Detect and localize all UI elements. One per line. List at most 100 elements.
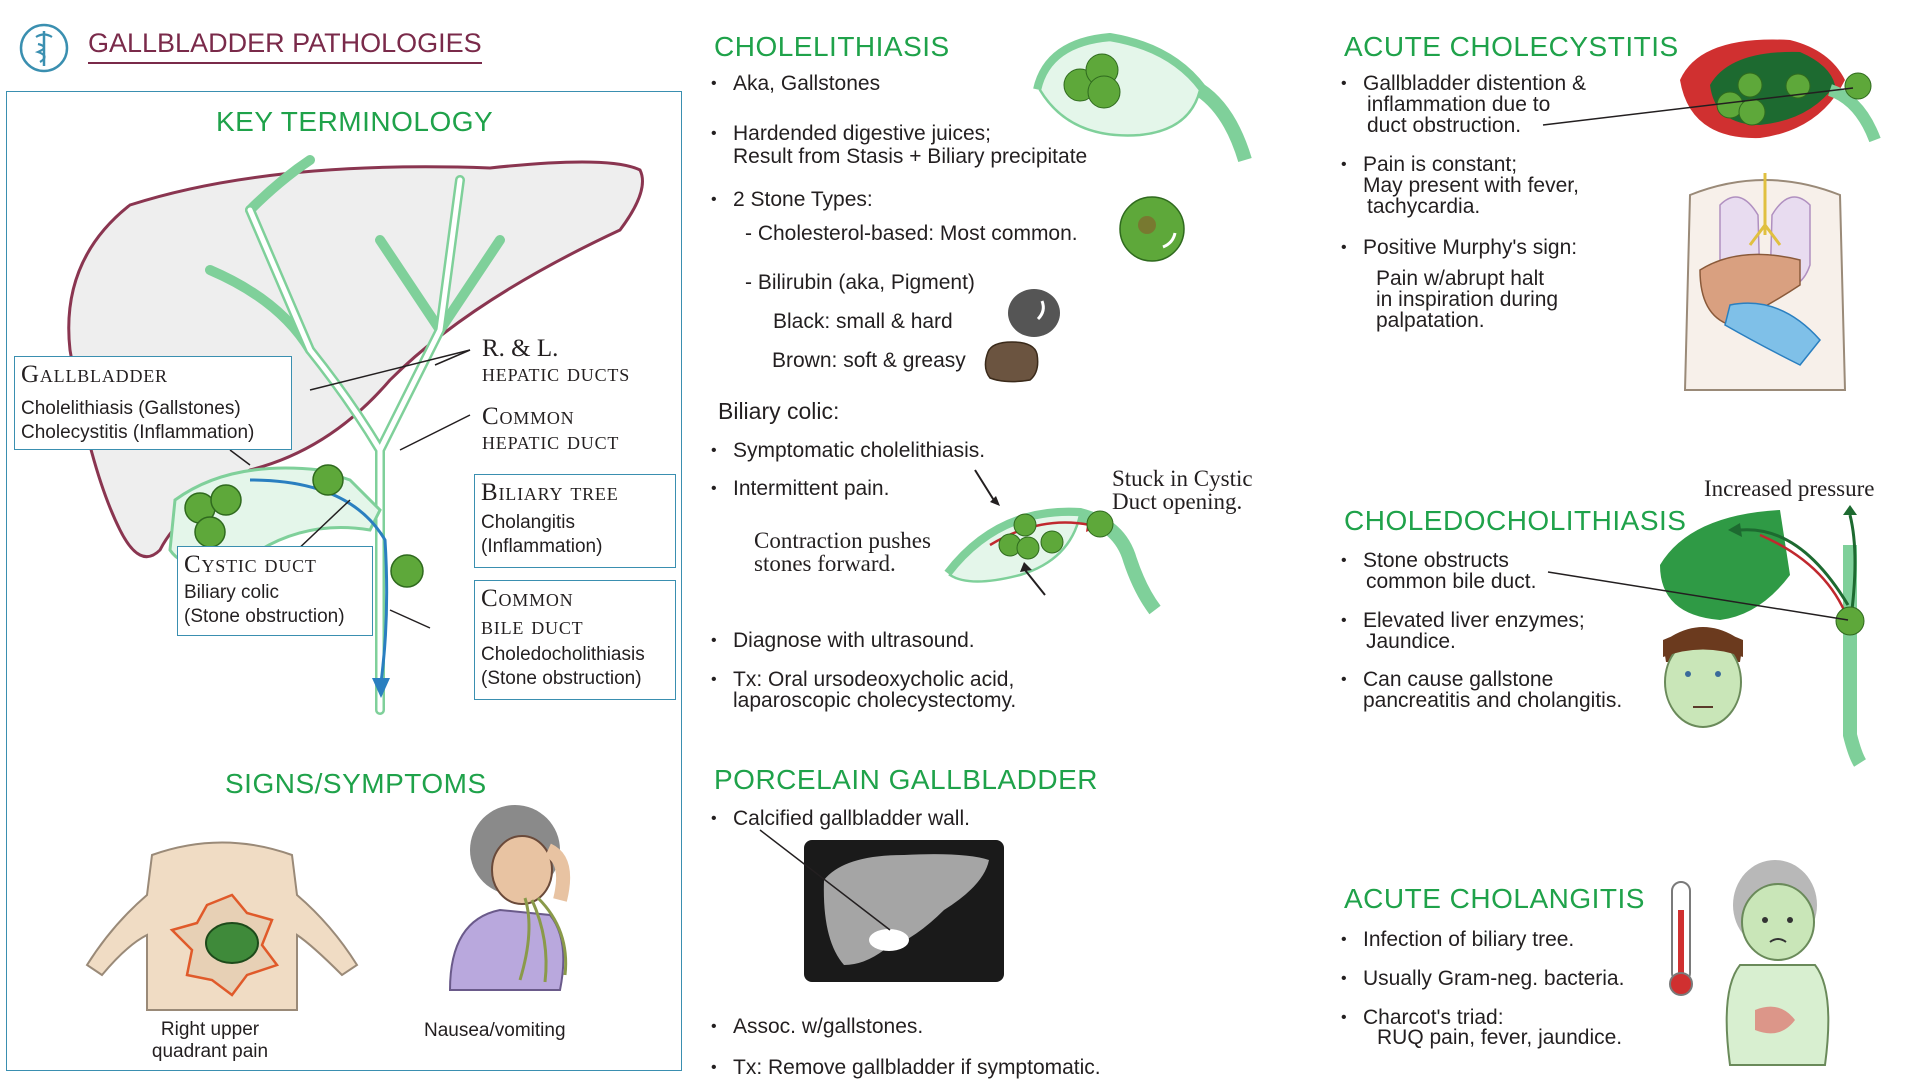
choledo-b2-line-1: Elevated liver enzymes; (1363, 609, 1585, 632)
common-bile-title: Common (481, 585, 574, 612)
biliary-colic-illustration (944, 469, 1161, 615)
contraction-note: Contraction pushes stones forward. (754, 529, 931, 575)
ruq-label-line-2: quadrant pain (151, 1040, 269, 1062)
contraction-note-line-1: Contraction pushes (754, 528, 931, 553)
jaundice-face-illustration (1663, 627, 1743, 728)
chole-hardened-line-2: Result from Stasis + Biliary precipitate (733, 145, 1088, 169)
chole-symptomatic: Symptomatic cholelithiasis. (711, 440, 985, 461)
choledocholithiasis-illustration (1660, 505, 1867, 767)
hepatic-ducts-title: R. & L. (482, 335, 559, 362)
porcelain-xray-image (804, 840, 1004, 982)
black-stone-icon (1008, 289, 1060, 337)
gallbladder-box: Gallbladder Cholelithiasis (Gallstones) … (14, 356, 292, 450)
acute-cholecystitis-heading: ACUTE CHOLECYSTITIS (1344, 31, 1679, 62)
gallbladder-line-2: Cholecystitis (Inflammation) (21, 421, 255, 443)
cholesterol-stone-icon (1119, 196, 1185, 262)
gallbladder-line-1: Cholelithiasis (Gallstones) (21, 398, 241, 419)
porcelain-tx: Tx: Remove gallbladder if symptomatic. (711, 1057, 1101, 1078)
choledo-b3-line-1: Can cause gallstone (1363, 668, 1554, 691)
biliary-tree-box: Biliary tree Cholangitis (Inflammation) (474, 474, 676, 568)
brown-stone-icon (984, 341, 1039, 383)
chole-brown: Brown: soft & greasy (772, 349, 966, 372)
cholecystitis-b3-detail-line-1: Pain w/abrupt halt (1376, 267, 1545, 290)
choledo-b1-line-1: Stone obstructs (1363, 549, 1509, 572)
signs-symptoms-heading: SIGNS/SYMPTOMS (225, 768, 487, 799)
increased-pressure-label: Increased pressure (1704, 476, 1875, 501)
chole-intermittent: Intermittent pain. (711, 478, 889, 499)
cholecystitis-pointer (1542, 87, 1854, 126)
key-terminology-heading: KEY TERMINOLOGY (216, 106, 494, 137)
common-bile-subtitle: bile duct (481, 613, 584, 640)
nausea-illustration (448, 805, 570, 991)
cholecystitis-b2-line-1: Pain is constant; (1363, 153, 1518, 176)
chole-aka: Aka, Gallstones (711, 73, 880, 94)
liver-biliary-illustration (67, 155, 644, 715)
porcelain-calcified: Calcified gallbladder wall. (711, 808, 970, 829)
choledo-b1-line-2: common bile duct. (1366, 570, 1537, 593)
chole-bilirubin: - Bilirubin (aka, Pigment) (745, 271, 975, 294)
caduceus-icon (19, 23, 69, 73)
chole-tx-line-1: Tx: Oral ursodeoxycholic acid, (733, 668, 1015, 691)
gallbladder-box-title: Gallbladder (21, 361, 168, 388)
common-bile-line-1: Choledocholithiasis (481, 644, 645, 665)
choledo-b2: Elevated liver enzymes; Jaundice. (1341, 609, 1585, 653)
choledo-b3: Can cause gallstone pancreatitis and cho… (1341, 668, 1623, 712)
ruq-label: Right upper quadrant pain (140, 1019, 280, 1063)
acute-cholangitis-heading: ACUTE CHOLANGITIS (1344, 883, 1645, 914)
cholecystitis-b1: Gallbladder distention & inflammation du… (1341, 72, 1586, 137)
choledo-b1: Stone obstructs common bile duct. (1341, 549, 1537, 593)
porcelain-assoc: Assoc. w/gallstones. (711, 1016, 923, 1037)
common-bile-line-2: (Stone obstruction) (481, 667, 642, 689)
cholecystitis-b2: Pain is constant; May present with fever… (1341, 153, 1579, 218)
biliary-tree-line-1: Cholangitis (481, 512, 575, 533)
stuck-note: Stuck in Cystic Duct opening. (1112, 467, 1253, 513)
thermometer-icon (1669, 881, 1693, 996)
key-terminology-panel (6, 91, 682, 1071)
cholecystitis-b2-line-2: May present with fever, (1363, 174, 1579, 197)
hepatic-ducts-label: R. & L. hepatic ducts (482, 336, 630, 386)
hepatic-ducts-subtitle: hepatic ducts (482, 360, 631, 387)
chole-tx-line-2: laparoscopic cholecystectomy. (733, 689, 1017, 712)
common-hepatic-label: Common hepatic duct (482, 404, 619, 454)
biliary-colic-heading: Biliary colic: (718, 398, 840, 424)
choledo-b3-line-2: pancreatitis and cholangitis. (1363, 689, 1623, 712)
inflamed-gallbladder-illustration (1680, 39, 1881, 143)
choledo-b2-line-2: Jaundice. (1366, 630, 1456, 653)
biliary-tree-line-2: (Inflammation) (481, 535, 603, 557)
cholecystitis-b2-line-3: tachycardia. (1367, 195, 1481, 218)
cholecystitis-b3-detail: Pain w/abrupt halt in inspiration during… (1376, 268, 1558, 331)
chole-black: Black: small & hard (773, 310, 953, 333)
contraction-note-line-2: stones forward. (754, 551, 896, 576)
cholecystitis-b3: Positive Murphy's sign: (1341, 237, 1577, 258)
choledo-pointer (1547, 571, 1849, 621)
cholecystitis-b3-detail-line-3: palpatation. (1376, 309, 1485, 332)
cystic-duct-box-title: Cystic duct (184, 551, 317, 578)
cystic-duct-line-2: (Stone obstruction) (184, 605, 345, 627)
cystic-duct-line-1: Biliary colic (184, 582, 280, 603)
common-hepatic-title: Common (482, 403, 575, 430)
chole-diagnose: Diagnose with ultrasound. (711, 630, 975, 651)
cholelithiasis-heading: CHOLELITHIASIS (714, 31, 950, 62)
biliary-tree-box-title: Biliary tree (481, 479, 619, 506)
chole-tx: Tx: Oral ursodeoxycholic acid, laparosco… (711, 668, 1017, 712)
chole-cholesterol: - Cholesterol-based: Most common. (745, 222, 1078, 245)
nausea-label: Nausea/vomiting (424, 1020, 566, 1041)
common-bile-duct-box: Common bile duct Choledocholithiasis (St… (474, 580, 676, 700)
choledocholithiasis-heading: CHOLEDOCHOLITHIASIS (1344, 505, 1687, 536)
chole-hardened: Hardended digestive juices; Result from … (711, 122, 1088, 169)
cystic-duct-box: Cystic duct Biliary colic (Stone obstruc… (177, 546, 373, 636)
cholangitis-b3: Charcot's triad: (1341, 1007, 1503, 1028)
cholecystitis-b1-line-2: inflammation due to (1367, 93, 1551, 116)
sick-child-illustration (1725, 860, 1830, 1066)
gallbladder-stones-illustration (1033, 32, 1252, 163)
cholecystitis-b3-detail-line-2: in inspiration during (1376, 288, 1559, 311)
porcelain-pointer-line (759, 829, 891, 931)
chole-stone-types: 2 Stone Types: (711, 189, 873, 210)
cholangitis-b2: Usually Gram-neg. bacteria. (1341, 968, 1624, 989)
cholecystitis-b1-line-1: Gallbladder distention & (1363, 72, 1586, 95)
chole-hardened-line-1: Hardended digestive juices; (733, 122, 991, 145)
ruq-pain-illustration (85, 841, 359, 1011)
cholangitis-b3-detail: RUQ pain, fever, jaundice. (1377, 1026, 1623, 1049)
cholecystitis-b1-line-3: duct obstruction. (1367, 114, 1522, 137)
stuck-note-line-1: Stuck in Cystic (1112, 466, 1253, 491)
